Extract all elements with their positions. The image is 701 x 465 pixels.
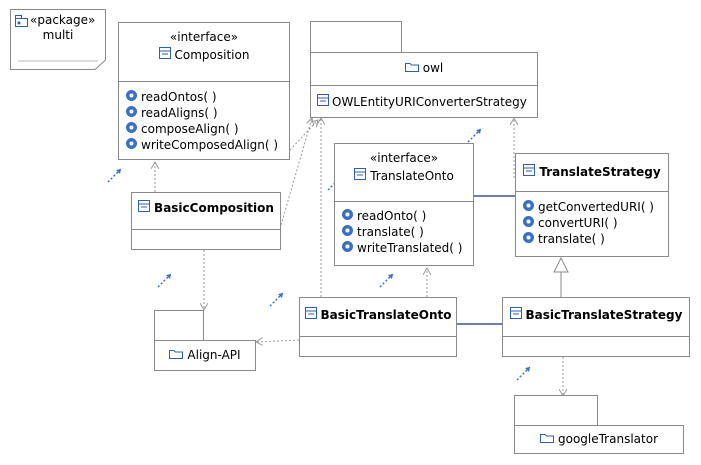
- operation-label: readOnto( ): [357, 209, 427, 223]
- owl-member-label: OWLEntityURIConverterStrategy: [332, 95, 527, 109]
- operation-gear-icon: [125, 121, 138, 138]
- operation[interactable]: translate( ): [522, 231, 668, 247]
- class-basictranslatestrategy[interactable]: BasicTranslateStrategy: [502, 297, 690, 357]
- package-stereotype: «package»: [30, 13, 96, 27]
- package-multi[interactable]: «package» multi: [10, 9, 106, 70]
- basictranslateonto-name: BasicTranslateOnto: [320, 308, 452, 322]
- operation[interactable]: getConvertedURI( ): [522, 199, 668, 215]
- class-basiccomposition[interactable]: BasicComposition: [131, 192, 281, 250]
- package-name: multi: [42, 28, 74, 42]
- folder-icon: [169, 347, 184, 363]
- class-icon: [138, 200, 151, 216]
- package-note-shape: [10, 9, 106, 70]
- operation-label: convertURI( ): [538, 216, 618, 230]
- translatestrategy-name: TranslateStrategy: [539, 165, 661, 179]
- dependency-basiccomposition-owl: [280, 118, 312, 226]
- class-translateonto[interactable]: «interface» TranslateOnto readOnto( ) tr…: [334, 143, 474, 266]
- operation-label: getConvertedURI( ): [538, 200, 654, 214]
- package-alignapi[interactable]: Align-API: [154, 340, 256, 371]
- composition-name: Composition: [174, 48, 250, 62]
- basictranslatestrategy-name: BasicTranslateStrategy: [525, 308, 683, 322]
- class-icon: [523, 164, 536, 180]
- operation[interactable]: readOntos( ): [125, 89, 289, 105]
- class-composition[interactable]: «interface» Composition readOntos( ) rea…: [118, 22, 290, 160]
- operation-gear-icon: [522, 199, 535, 216]
- basiccomposition-name: BasicComposition: [154, 201, 274, 215]
- operation-gear-icon: [341, 208, 354, 225]
- class-icon: [509, 307, 522, 323]
- generalization-arrowhead: [553, 256, 569, 273]
- class-basictranslateonto[interactable]: BasicTranslateOnto: [299, 297, 457, 357]
- operation-gear-icon: [522, 215, 535, 232]
- class-icon: [354, 168, 367, 184]
- operation-label: composeAlign( ): [141, 122, 239, 136]
- operation[interactable]: readOnto( ): [341, 208, 473, 224]
- folder-icon: [539, 431, 554, 447]
- operation-gear-icon: [125, 137, 138, 154]
- owl-name: owl: [422, 61, 444, 75]
- translateonto-stereotype: «interface»: [369, 151, 439, 165]
- operation-gear-icon: [522, 231, 535, 248]
- operation-gear-icon: [341, 224, 354, 241]
- package-owl-tab: [310, 21, 402, 53]
- operation-label: readOntos( ): [141, 90, 217, 104]
- operation-label: writeTranslated( ): [357, 241, 463, 255]
- package-googletranslator-tab: [514, 395, 598, 426]
- operation-gear-icon: [125, 89, 138, 106]
- operation[interactable]: readAligns( ): [125, 105, 289, 121]
- operation[interactable]: translate( ): [341, 224, 473, 240]
- package-googletranslator[interactable]: googleTranslator: [514, 425, 684, 454]
- operation-gear-icon: [125, 105, 138, 122]
- owl-member[interactable]: OWLEntityURIConverterStrategy: [317, 94, 537, 110]
- class-icon: [317, 94, 329, 110]
- alignapi-name: Align-API: [187, 348, 241, 362]
- folder-icon: [404, 60, 419, 76]
- operation[interactable]: convertURI( ): [522, 215, 668, 231]
- operation-label: translate( ): [538, 232, 605, 246]
- package-owl[interactable]: owl OWLEntityURIConverterStrategy: [310, 52, 538, 118]
- package-alignapi-tab: [154, 310, 204, 341]
- dependency-basictranslateonto-alignapi: [256, 340, 300, 342]
- operation-label: translate( ): [357, 225, 424, 239]
- operation-label: readAligns( ): [141, 106, 218, 120]
- composition-stereotype: «interface»: [169, 30, 239, 44]
- dependency-composition-owl: [289, 120, 318, 151]
- operation[interactable]: writeTranslated( ): [341, 240, 473, 256]
- operation[interactable]: composeAlign( ): [125, 121, 289, 137]
- googletranslator-name: googleTranslator: [557, 432, 658, 446]
- operation-gear-icon: [341, 240, 354, 257]
- translateonto-name: TranslateOnto: [370, 169, 454, 183]
- class-translatestrategy[interactable]: TranslateStrategy getConvertedURI( ) con…: [515, 153, 669, 257]
- operation[interactable]: writeComposedAlign( ): [125, 137, 289, 153]
- class-icon: [304, 307, 317, 323]
- package-icon: [15, 15, 29, 30]
- class-icon: [158, 47, 171, 63]
- operation-label: writeComposedAlign( ): [141, 138, 279, 152]
